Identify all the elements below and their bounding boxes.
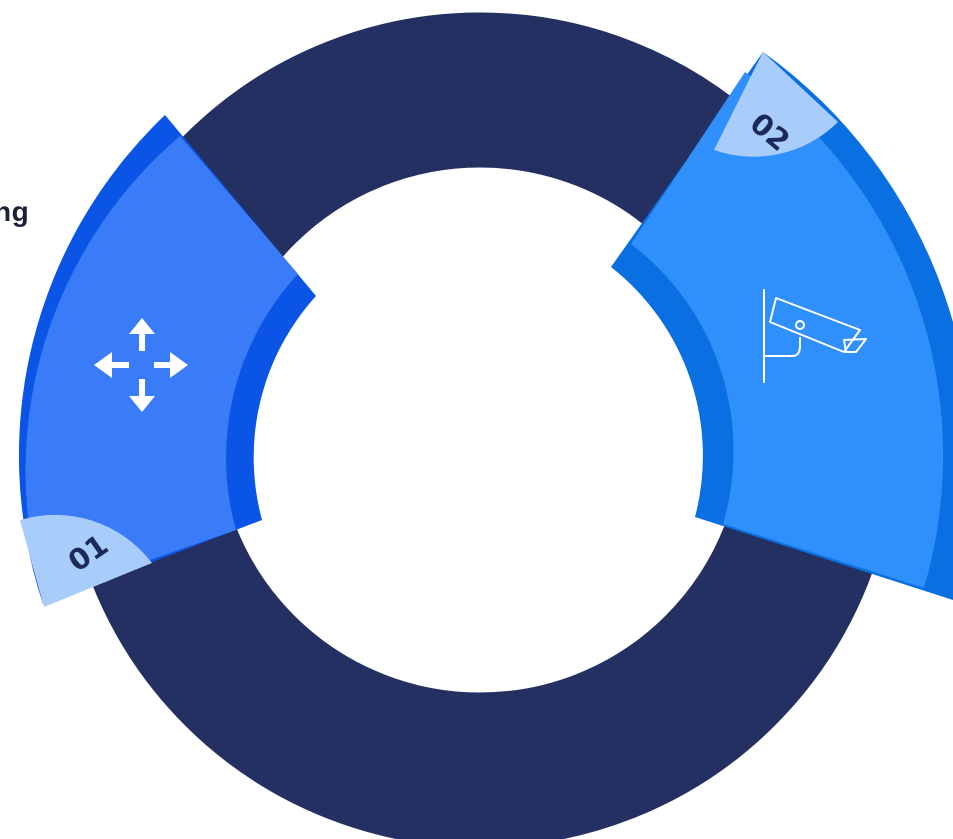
security-camera-icon — [763, 289, 867, 383]
clipped-heading-text: ng — [0, 196, 30, 227]
segment-02-fill — [631, 72, 944, 588]
segment-01-number-tab — [20, 514, 152, 607]
segment-02-number-tab — [714, 52, 838, 157]
move-arrows-icon — [94, 318, 188, 412]
segment-02[interactable]: 02 — [611, 52, 953, 600]
segment-01[interactable]: 01 — [18, 115, 316, 607]
